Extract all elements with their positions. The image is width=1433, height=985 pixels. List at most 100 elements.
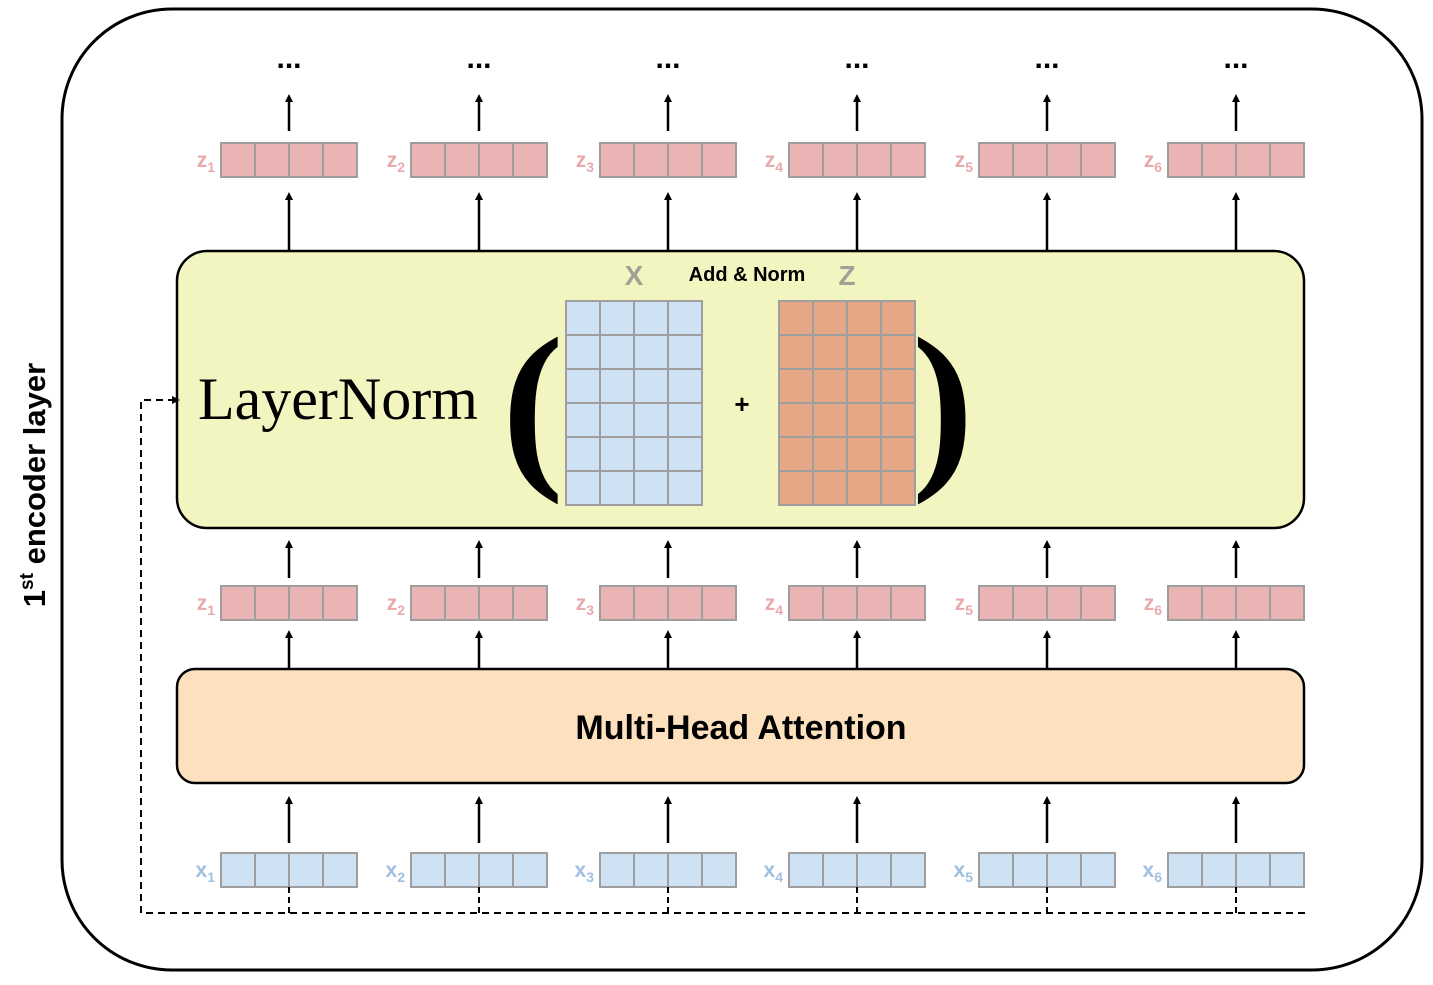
z-attention-vector-cell	[1080, 585, 1116, 621]
x-input-vector-cell	[288, 852, 324, 888]
matrix-x-cell	[667, 334, 703, 370]
z-attention-vector-cell	[1201, 585, 1237, 621]
x-input-vector	[1167, 852, 1305, 888]
matrix-x-cell	[667, 368, 703, 404]
x-input-label-base: x	[764, 859, 776, 882]
x-input-vector-cell	[322, 852, 358, 888]
z-output-vector	[220, 142, 358, 178]
x-input-label: x4	[764, 859, 784, 885]
matrix-z-cell	[880, 334, 916, 370]
z-attention-vector-cell	[1235, 585, 1271, 621]
token-columns: ...z1z1x1...z2z2x2...z3z3x3...z4z4x4...z…	[196, 42, 1305, 913]
matrix-z-cell	[778, 470, 814, 506]
z-attention-label-base: z	[955, 592, 966, 615]
matrix-x-cell	[667, 402, 703, 438]
matrix-z-cell	[880, 470, 916, 506]
z-attention-vector-cell	[1167, 585, 1203, 621]
matrix-x-cell	[633, 300, 669, 336]
z-output-label: z3	[576, 149, 595, 175]
matrix-x-cell	[565, 368, 601, 404]
plus-sign: +	[734, 389, 749, 419]
z-output-vector-cell	[856, 142, 892, 178]
continuation-ellipsis: ...	[466, 42, 491, 75]
z-output-vector	[978, 142, 1116, 178]
z-output-vector-cell	[599, 142, 635, 178]
x-input-vector-cell	[1012, 852, 1048, 888]
x-input-label-subscript: 2	[397, 869, 405, 885]
z-attention-vector-cell	[978, 585, 1014, 621]
matrix-x-cell	[599, 436, 635, 472]
matrix-x-cell	[599, 300, 635, 336]
z-output-vector	[1167, 142, 1305, 178]
layer-label-superscript: st	[17, 572, 38, 590]
x-input-label-subscript: 3	[586, 869, 594, 885]
z-output-vector-cell	[288, 142, 324, 178]
matrix-z	[778, 300, 916, 506]
x-input-label: x2	[386, 859, 406, 885]
z-attention-label: z5	[955, 592, 974, 618]
z-attention-label-base: z	[576, 592, 587, 615]
z-output-vector-cell	[633, 142, 669, 178]
matrix-x-cell	[633, 402, 669, 438]
x-input-vector-cell	[667, 852, 703, 888]
continuation-ellipsis: ...	[844, 42, 869, 75]
x-input-vector-cell	[633, 852, 669, 888]
z-output-vector-cell	[410, 142, 446, 178]
z-output-vector-cell	[1167, 142, 1203, 178]
z-attention-vector-cell	[822, 585, 858, 621]
matrix-x-cell	[565, 402, 601, 438]
z-attention-label-subscript: 5	[965, 602, 973, 618]
x-input-label-subscript: 1	[207, 869, 215, 885]
x-input-vector-cell	[254, 852, 290, 888]
z-attention-vector-cell	[599, 585, 635, 621]
z-attention-vector-cell	[1012, 585, 1048, 621]
z-output-label-subscript: 4	[775, 159, 783, 175]
z-output-label-subscript: 2	[397, 159, 405, 175]
x-input-vector-cell	[478, 852, 514, 888]
z-output-vector-cell	[978, 142, 1014, 178]
x-input-vector-cell	[512, 852, 548, 888]
matrix-x-cell	[599, 334, 635, 370]
matrix-z-label: Z	[838, 260, 855, 291]
z-attention-label: z2	[387, 592, 406, 618]
matrix-x-cell	[565, 300, 601, 336]
matrix-z-cell	[812, 300, 848, 336]
x-input-label-base: x	[386, 859, 398, 882]
x-input-vector	[410, 852, 548, 888]
x-input-vector-cell	[1080, 852, 1116, 888]
encoder-layer-frame	[60, 7, 1424, 972]
z-attention-vector	[978, 585, 1116, 621]
matrix-z-cell	[880, 368, 916, 404]
x-input-vector-cell	[599, 852, 635, 888]
matrix-z-cell	[812, 470, 848, 506]
z-output-vector-cell	[1080, 142, 1116, 178]
matrix-x-label: X	[625, 260, 644, 291]
x-input-label-base: x	[196, 859, 208, 882]
matrix-z-cell	[846, 368, 882, 404]
z-output-vector-cell	[1201, 142, 1237, 178]
z-attention-label-subscript: 1	[207, 602, 215, 618]
z-attention-label: z6	[1144, 592, 1163, 618]
z-output-vector	[788, 142, 926, 178]
matrix-x-cell	[599, 470, 635, 506]
continuation-ellipsis: ...	[276, 42, 301, 75]
z-output-vector-cell	[822, 142, 858, 178]
x-input-vector-cell	[701, 852, 737, 888]
continuation-ellipsis: ...	[655, 42, 680, 75]
matrix-z-cell	[880, 300, 916, 336]
z-attention-label-base: z	[387, 592, 398, 615]
x-input-label: x3	[575, 859, 595, 885]
z-output-vector-cell	[1012, 142, 1048, 178]
z-output-vector-cell	[701, 142, 737, 178]
x-input-vector	[978, 852, 1116, 888]
x-input-label-subscript: 4	[775, 869, 783, 885]
z-output-vector	[410, 142, 548, 178]
x-input-vector-cell	[1235, 852, 1271, 888]
x-input-label: x6	[1143, 859, 1163, 885]
z-attention-vector-cell	[220, 585, 256, 621]
matrix-x-cell	[633, 470, 669, 506]
multi-head-attention-label: Multi-Head Attention	[575, 709, 906, 747]
